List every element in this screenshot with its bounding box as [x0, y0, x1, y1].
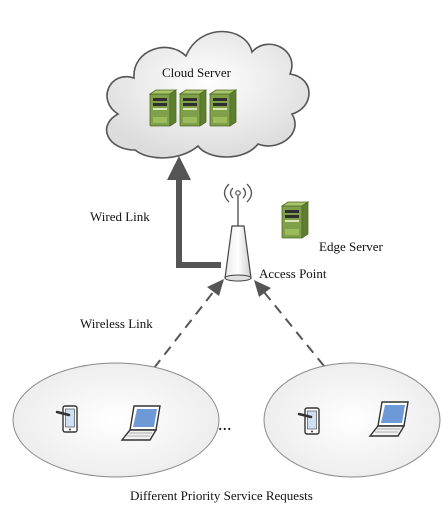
- cloud-server-rack: [149, 89, 237, 127]
- cloud-server-label: Cloud Server: [162, 65, 231, 80]
- server-icon: [179, 89, 207, 127]
- user-group-left: [12, 362, 220, 478]
- access-point-label: Access Point: [259, 266, 327, 281]
- wireless-link-right: [254, 280, 325, 367]
- diagram-caption: Different Priority Service Requests: [130, 488, 313, 503]
- more-groups-ellipsis: ...: [218, 414, 232, 434]
- wireless-link-left: [153, 279, 224, 369]
- edge-server-label: Edge Server: [319, 239, 383, 254]
- cloud-icon: [105, 30, 310, 159]
- user-group-right: [263, 362, 441, 478]
- edge-server-icon: [281, 201, 309, 239]
- server-icon: [209, 89, 237, 127]
- wired-link-label: Wired Link: [90, 209, 150, 224]
- antenna-icon: [223, 183, 253, 282]
- wired-link-arrow: [167, 156, 221, 268]
- wireless-link-label: Wireless Link: [80, 316, 153, 331]
- server-icon: [149, 89, 177, 127]
